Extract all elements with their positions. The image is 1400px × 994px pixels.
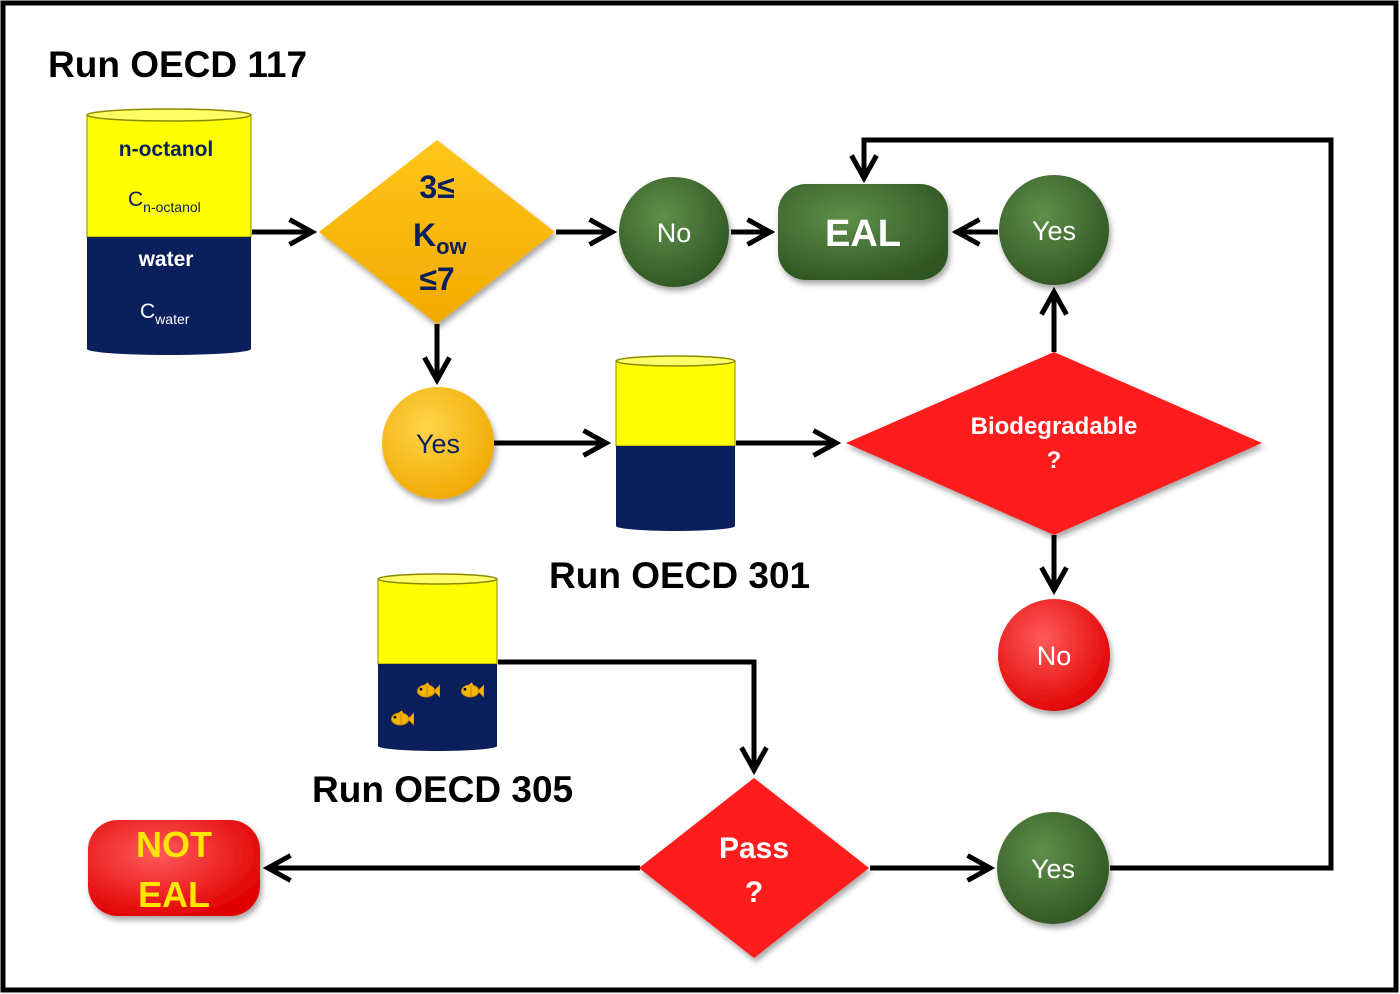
- pass-line2: ?: [745, 876, 763, 909]
- oecd301-cylinder-bottom: [616, 521, 735, 531]
- oecd305-cylinder: [377, 573, 498, 751]
- title-oecd301: Run OECD 301: [549, 555, 810, 596]
- kow-cylinder: n-octanol Cn-octanol water Cwater: [86, 108, 252, 355]
- yes-bottom-circle: [997, 812, 1109, 924]
- yes-top-right-node: [999, 175, 1109, 285]
- pass-line1: Pass: [719, 832, 789, 865]
- octanol-concentration: Cn-octanol: [128, 188, 201, 215]
- oecd301-cylinder-top: [615, 355, 736, 367]
- yes-bottom-label: Yes: [1031, 854, 1075, 884]
- kow-decision-diamond: [319, 140, 555, 324]
- kow-line3: ≤7: [419, 261, 454, 297]
- biodegradable-diamond-shape: [846, 352, 1262, 535]
- title-oecd117: Run OECD 117: [48, 44, 307, 85]
- eal-label: EAL: [825, 213, 901, 255]
- pass-diamond-shape: [639, 778, 869, 958]
- no-top-node: [619, 177, 729, 287]
- title-oecd305: Run OECD 305: [312, 769, 573, 810]
- oecd305-top-layer: [377, 578, 498, 665]
- no-top-circle: [619, 177, 729, 287]
- not-eal-node: [88, 820, 260, 916]
- pass-decision-diamond: [639, 778, 869, 958]
- octanol-label: n-octanol: [119, 138, 214, 161]
- no-top-label: No: [657, 218, 692, 248]
- yes-left-node: [382, 387, 494, 499]
- biodegradable-line2: ?: [1047, 447, 1062, 474]
- oecd301-cylinder: [615, 355, 736, 531]
- oecd301-top-layer: [615, 360, 736, 447]
- kow-line2: Kow: [413, 217, 468, 259]
- not-eal-line2: EAL: [138, 874, 210, 915]
- no-right-circle: [998, 599, 1110, 711]
- oecd305-cylinder-bottom: [378, 741, 497, 751]
- eal-node: [778, 184, 948, 280]
- not-eal-line1: NOT: [136, 824, 212, 865]
- cylinder-bottom: [87, 343, 251, 355]
- yes-top-right-circle: [999, 175, 1109, 285]
- kow-diamond-shape: [319, 140, 555, 324]
- cylinder-top: [86, 108, 252, 122]
- arrow-oecd305-to-pass: [498, 659, 754, 770]
- no-right-label: No: [1037, 641, 1072, 671]
- octanol-layer: [86, 114, 252, 238]
- biodegradable-line1: Biodegradable: [971, 413, 1138, 440]
- yes-top-right-label: Yes: [1032, 216, 1076, 246]
- water-layer: [87, 237, 251, 349]
- yes-left-circle: [382, 387, 494, 499]
- water-label: water: [138, 248, 194, 271]
- yes-left-label: Yes: [416, 429, 460, 459]
- yes-bottom-node: [997, 812, 1109, 924]
- biodegradable-decision-diamond: [846, 352, 1262, 535]
- oecd305-bottom-layer: [378, 664, 497, 746]
- oecd305-cylinder-top: [377, 573, 498, 585]
- not-eal-box: [88, 820, 260, 916]
- arrow-yes-loop-to-eal: [864, 137, 1334, 871]
- no-right-node: [998, 599, 1110, 711]
- eal-box: [778, 184, 948, 280]
- water-concentration: Cwater: [140, 300, 190, 327]
- oecd301-bottom-layer: [616, 446, 735, 526]
- connectors: [252, 137, 1334, 871]
- kow-line1: 3≤: [419, 169, 454, 205]
